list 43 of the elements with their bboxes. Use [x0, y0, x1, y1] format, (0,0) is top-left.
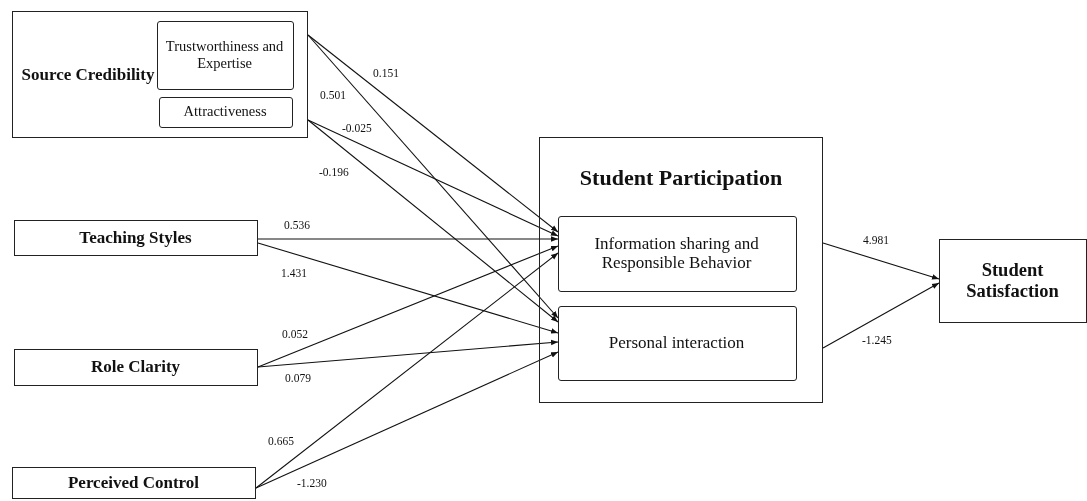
arrow	[257, 242, 559, 334]
dimension-box	[557, 305, 797, 381]
dimension-box	[156, 20, 294, 90]
path-coefficient: -0.025	[341, 122, 373, 135]
arrow	[257, 236, 559, 242]
dimension-box	[158, 96, 293, 128]
node-label: Personal interaction	[608, 333, 745, 353]
construct-box	[14, 220, 258, 256]
node-label: Trustworthiness and Expertise	[164, 38, 285, 71]
node-label: Student Participation	[579, 165, 783, 191]
path-coefficient: -0.196	[318, 166, 350, 179]
path-coefficient: -1.245	[861, 334, 893, 347]
arrow	[255, 351, 559, 489]
node-label: Student Satisfaction	[965, 259, 1060, 302]
node-label: Information sharing and Responsible Behavior	[593, 234, 760, 273]
arrow	[257, 245, 559, 368]
path-coefficient: 0.536	[283, 219, 311, 232]
arrow	[257, 339, 559, 368]
path-coefficient: 0.501	[319, 89, 347, 102]
construct-box	[12, 467, 256, 499]
path-coefficient: 1.431	[280, 267, 308, 280]
path-coefficient: 0.151	[372, 67, 400, 80]
arrow	[255, 252, 559, 489]
path-coefficient: -1.230	[296, 477, 328, 490]
construct-box	[939, 239, 1087, 323]
construct-box	[12, 11, 308, 138]
arrow	[822, 282, 940, 349]
node-label: Role Clarity	[90, 357, 181, 377]
node-label: Teaching Styles	[79, 228, 192, 247]
arrow	[307, 119, 559, 323]
dimension-box	[557, 215, 797, 292]
path-coefficient: 0.079	[284, 372, 312, 385]
arrow	[307, 34, 559, 319]
node-label: Source Credibility	[21, 65, 155, 84]
path-coefficient: 0.665	[267, 435, 295, 448]
path-coefficient: 4.981	[862, 234, 890, 247]
arrow	[822, 242, 940, 280]
path-coefficient: 0.052	[281, 328, 309, 341]
node-label: Perceived Control	[67, 473, 200, 492]
construct-box	[539, 137, 823, 403]
arrow	[307, 34, 559, 233]
construct-box	[14, 349, 258, 386]
node-label: Attractiveness	[183, 103, 267, 120]
